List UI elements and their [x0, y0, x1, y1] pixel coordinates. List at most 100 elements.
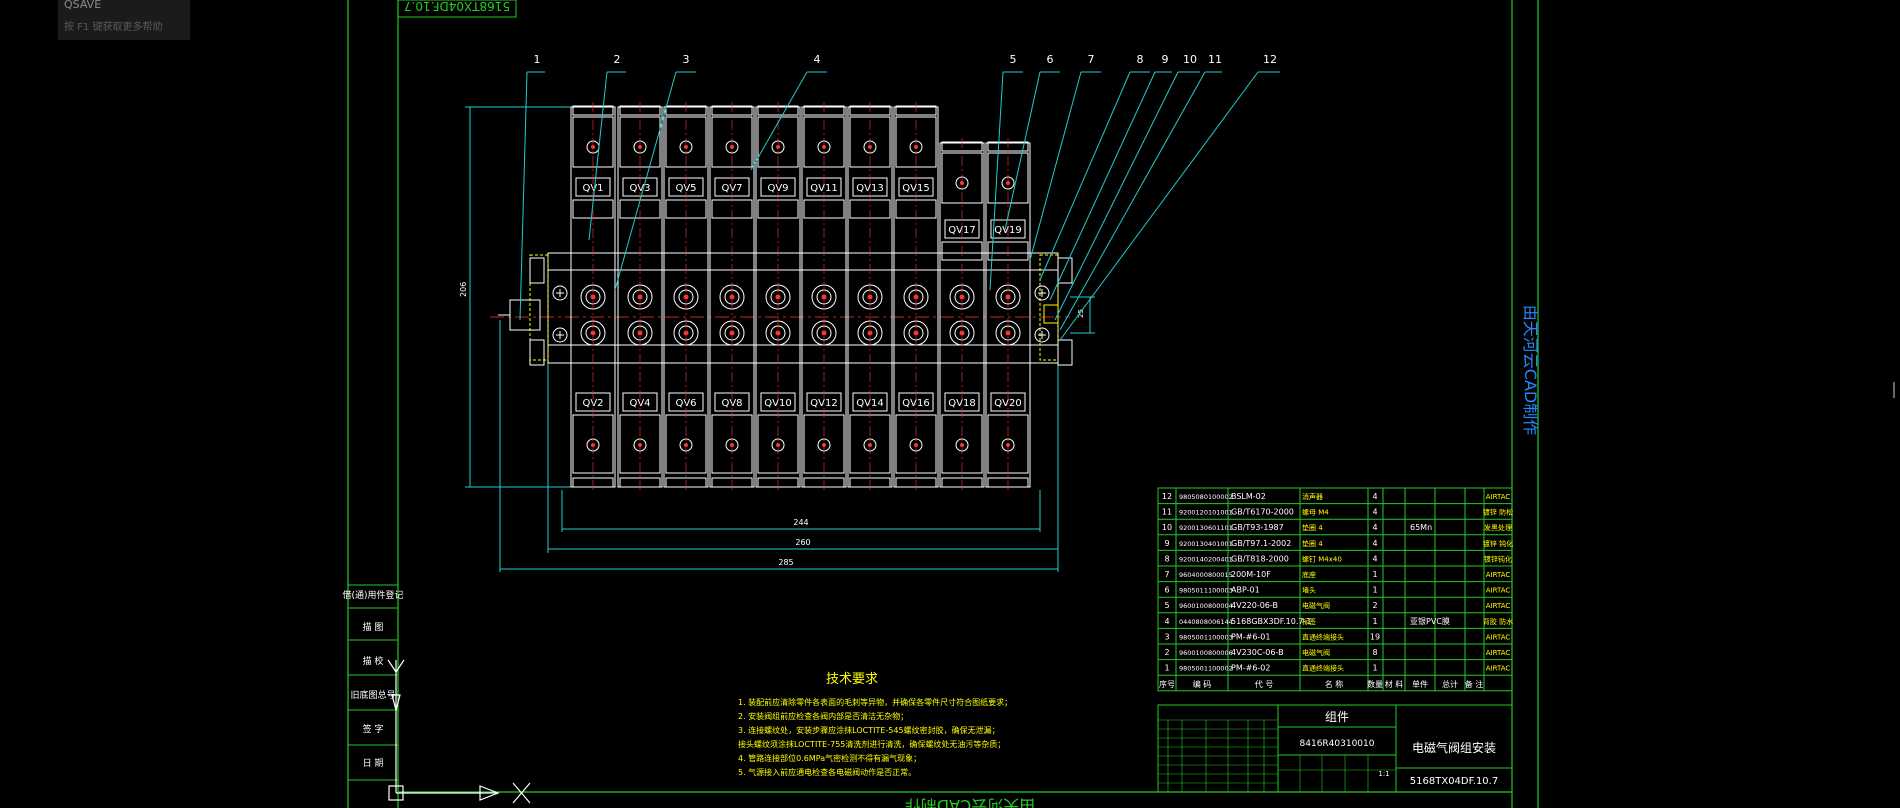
dim-inner-text: 244	[793, 518, 808, 527]
callout-leader	[989, 71, 1004, 291]
callout-number: 10	[1183, 53, 1197, 66]
tech-line: 1. 装配前应清除零件各表面的毛刺等异物，并确保各零件尺寸符合图纸要求；	[738, 697, 1012, 707]
tech-line: 3. 连接螺纹处，安装步骤应涂抹LOCTITE-545螺纹密封胶，确保无泄漏；	[738, 725, 1000, 735]
manifold-assembly[interactable]: 206 244 260 285 25	[459, 53, 1280, 572]
bom-cell-code: 9600100800004	[1179, 602, 1233, 610]
left-strip-label: 签 字	[363, 723, 384, 735]
callout-number: 2	[614, 53, 621, 66]
bom-header-cell: 序号	[1159, 679, 1175, 689]
bom-cell-name: 堵头	[1302, 586, 1316, 595]
bom-header-cell: 材 料	[1385, 679, 1404, 689]
left-fitting	[498, 257, 568, 366]
bom-cell-remark: 镀锌 防松	[1483, 508, 1513, 517]
bom-cell-qty: 1	[1372, 586, 1377, 595]
bom-cell-name: 直通终端接头	[1302, 632, 1344, 641]
bom-cell-name: 消声器	[1302, 492, 1323, 501]
bom-cell-no: 11	[1162, 508, 1172, 517]
callout-number: 11	[1208, 53, 1222, 66]
dim-height-text: 206	[459, 282, 468, 297]
bom-cell-name: 螺母 M4	[1302, 508, 1329, 517]
bom-cell-no: 1	[1164, 664, 1169, 673]
bom-cell-name: 电磁气阀	[1302, 648, 1330, 657]
title-code: 5168TX04DF.10.7	[1410, 776, 1498, 787]
bom-header-cell: 单件	[1412, 679, 1428, 689]
bom-cell-remark: 发黑处理	[1484, 523, 1512, 532]
bom-header-cell: 备 注	[1465, 679, 1484, 689]
bom-header-cell: 数量	[1367, 679, 1383, 689]
title-drawing-no: 8416R40310010	[1300, 739, 1375, 749]
bom-cell-remark: 镀锌钝化	[1484, 554, 1512, 563]
dimension-height	[465, 106, 580, 488]
bom-cell-code: 9600100800006	[1179, 649, 1233, 657]
bom-cell-name: 垫圈 4	[1302, 539, 1323, 548]
bom-cell-spec: GB/T97.1-2002	[1231, 539, 1291, 548]
callout-number: 5	[1010, 53, 1017, 66]
bom-cell-qty: 19	[1370, 632, 1380, 641]
title-scale: 1:1	[1378, 770, 1389, 778]
bom-cell-remark: AIRTAC	[1486, 649, 1511, 657]
bom-header-cell: 名 称	[1325, 679, 1344, 689]
hint-help-text: 按 F1 键获取更多帮助	[64, 20, 162, 33]
left-strip-label: 日 期	[363, 758, 384, 769]
bom-cell-name: 螺钉 M4x40	[1302, 554, 1342, 563]
callout-leader	[519, 71, 528, 321]
callout-number: 7	[1088, 53, 1095, 66]
bom-cell-spec: BSLM-02	[1231, 492, 1266, 501]
sheet-border	[347, 0, 1539, 808]
bom-cell-name: 电磁气阀	[1302, 601, 1330, 610]
callout-number: 1	[534, 53, 541, 66]
base-rail	[529, 252, 1059, 364]
flipped-code-box: 5168TX04DF.10.7	[397, 0, 517, 18]
bom-cell-code: 9200140200401	[1179, 555, 1233, 563]
callout-leader	[1054, 71, 1179, 321]
callout-number: 4	[814, 53, 821, 66]
bom-cell-no: 5	[1164, 601, 1169, 610]
tech-line: 5. 气源接入前应通电检查各电磁阀动作是否正常。	[738, 767, 916, 777]
bom-cell-name: 垫圈 4	[1302, 523, 1323, 532]
tech-line: 接头螺纹须涂抹LOCTITE-755清洗剂进行清洗，确保螺纹处无油污等杂质；	[738, 739, 1005, 749]
bom-cell-remark: AIRTAC	[1486, 665, 1511, 673]
bom-cell-remark: 背胶 防水	[1483, 617, 1513, 626]
callout-leader	[1029, 71, 1082, 261]
dim-middle-text: 260	[795, 538, 810, 547]
bom-cell-spec: ABP-01	[1231, 586, 1260, 595]
bom-cell-remark: AIRTAC	[1486, 602, 1511, 610]
bom-cell-qty: 1	[1372, 664, 1377, 673]
bom-cell-code: 9200130601101	[1179, 524, 1233, 532]
bom-cell-qty: 8	[1372, 648, 1377, 657]
left-label-strip	[347, 584, 399, 781]
side-watermark: 由天河云CAD制作	[1521, 305, 1540, 435]
flipped-code-text: 5168TX04DF.10.7	[404, 0, 510, 13]
bom-cell-mat: 亚银PVC膜	[1410, 616, 1450, 626]
bom-cell-spec: 200M-10F	[1231, 570, 1271, 579]
bom-cell-no: 2	[1164, 648, 1169, 657]
bom-cell-spec: GB/T6170-2000	[1231, 508, 1294, 517]
command-hint-overlay: QSAVE 按 F1 键获取更多帮助	[58, 0, 190, 40]
bom-cell-code: 9805001100003	[1179, 633, 1233, 641]
tech-line: 2. 安装阀组前应检查各阀内部是否清洁无杂物；	[738, 711, 908, 721]
bom-cell-remark: AIRTAC	[1486, 571, 1511, 579]
bom-cell-no: 7	[1164, 570, 1169, 579]
bom-cell-spec: 4V230C-06-B	[1231, 648, 1284, 657]
bom-cell-qty: 1	[1372, 570, 1377, 579]
bom-cell-qty: 4	[1372, 523, 1377, 532]
title-assembly: 组件	[1325, 710, 1349, 724]
callout-leader	[1059, 71, 1259, 341]
bom-cell-remark: 镀锌 钝化	[1483, 539, 1513, 548]
bom-cell-spec: GB/T93-1987	[1231, 523, 1284, 532]
bottom-watermark: 由天河云CAD制作	[905, 796, 1035, 808]
bom-cell-code: 9805001100002	[1179, 665, 1233, 673]
callout-number: 9	[1162, 53, 1169, 66]
bom-cell-code: 9200120101001	[1179, 509, 1233, 517]
bom-cell-spec: PM-#6-01	[1231, 632, 1270, 641]
callout-leader	[614, 71, 677, 291]
callout-leader	[1059, 71, 1206, 331]
bom-cell-mat: 65Mn	[1410, 523, 1432, 532]
title-frame	[1157, 704, 1513, 793]
bom-cell-qty: 4	[1372, 508, 1377, 517]
bom-cell-name: 底座	[1302, 570, 1316, 579]
